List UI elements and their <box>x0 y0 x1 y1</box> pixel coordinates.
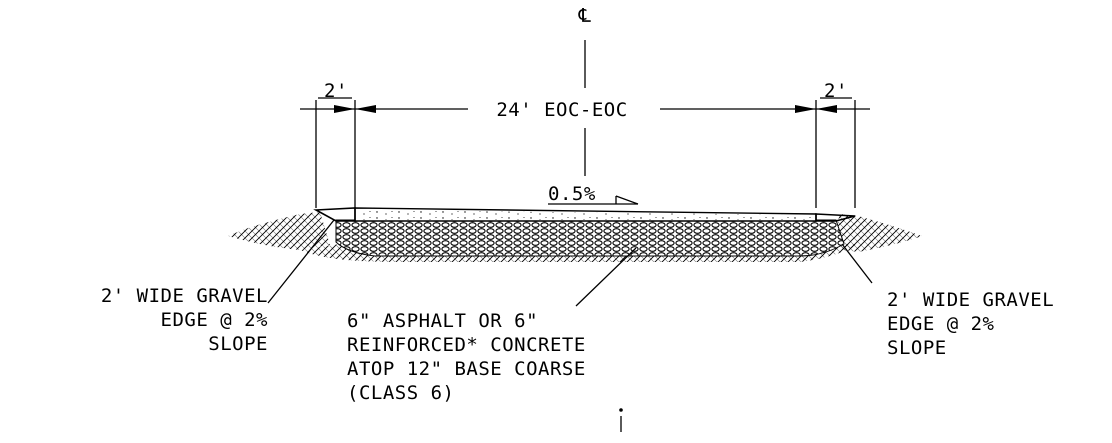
bottom-mark <box>619 408 623 432</box>
note-right: 2' WIDE GRAVEL EDGE @ 2% SLOPE <box>887 289 1054 359</box>
base-course <box>335 219 845 257</box>
slope-label: 0.5% <box>548 183 596 205</box>
centerline-symbol: ℄ <box>578 5 592 27</box>
note-right-line-2: EDGE @ 2% <box>887 313 995 335</box>
note-left-line-2: EDGE @ 2% <box>161 309 269 331</box>
dim-main-label: 24' EOC-EOC <box>496 99 627 121</box>
pavement-slab <box>354 207 817 222</box>
dimension-line-left: 2' <box>300 80 355 113</box>
dim-right-label: 2' <box>824 80 848 102</box>
note-center-line-4: (CLASS 6) <box>347 382 454 404</box>
note-center-line-1: 6" ASPHALT OR 6" <box>347 310 538 332</box>
note-left-line-1: 2' WIDE GRAVEL <box>101 285 268 307</box>
slope-indicator: 0.5% <box>548 183 639 205</box>
leader-center <box>575 247 637 307</box>
note-center: 6" ASPHALT OR 6" REINFORCED* CONCRETE AT… <box>347 310 586 404</box>
dimension-line-main: 24' EOC-EOC <box>355 99 816 121</box>
centerline: ℄ <box>578 5 592 176</box>
extension-lines <box>315 100 856 208</box>
leader-left <box>267 219 335 304</box>
note-right-line-3: SLOPE <box>887 337 947 359</box>
dim-left-label: 2' <box>324 80 348 102</box>
note-center-line-3: ATOP 12" BASE COARSE <box>347 358 586 380</box>
note-center-line-2: REINFORCED* CONCRETE <box>347 334 586 356</box>
note-right-line-1: 2' WIDE GRAVEL <box>887 289 1054 311</box>
leader-lines <box>267 219 873 307</box>
note-left-line-3: SLOPE <box>208 333 268 355</box>
leader-right <box>841 243 873 284</box>
dimension-line-right: 2' <box>816 80 870 113</box>
gravel-edges <box>313 207 856 222</box>
note-left: 2' WIDE GRAVEL EDGE @ 2% SLOPE <box>101 285 268 355</box>
